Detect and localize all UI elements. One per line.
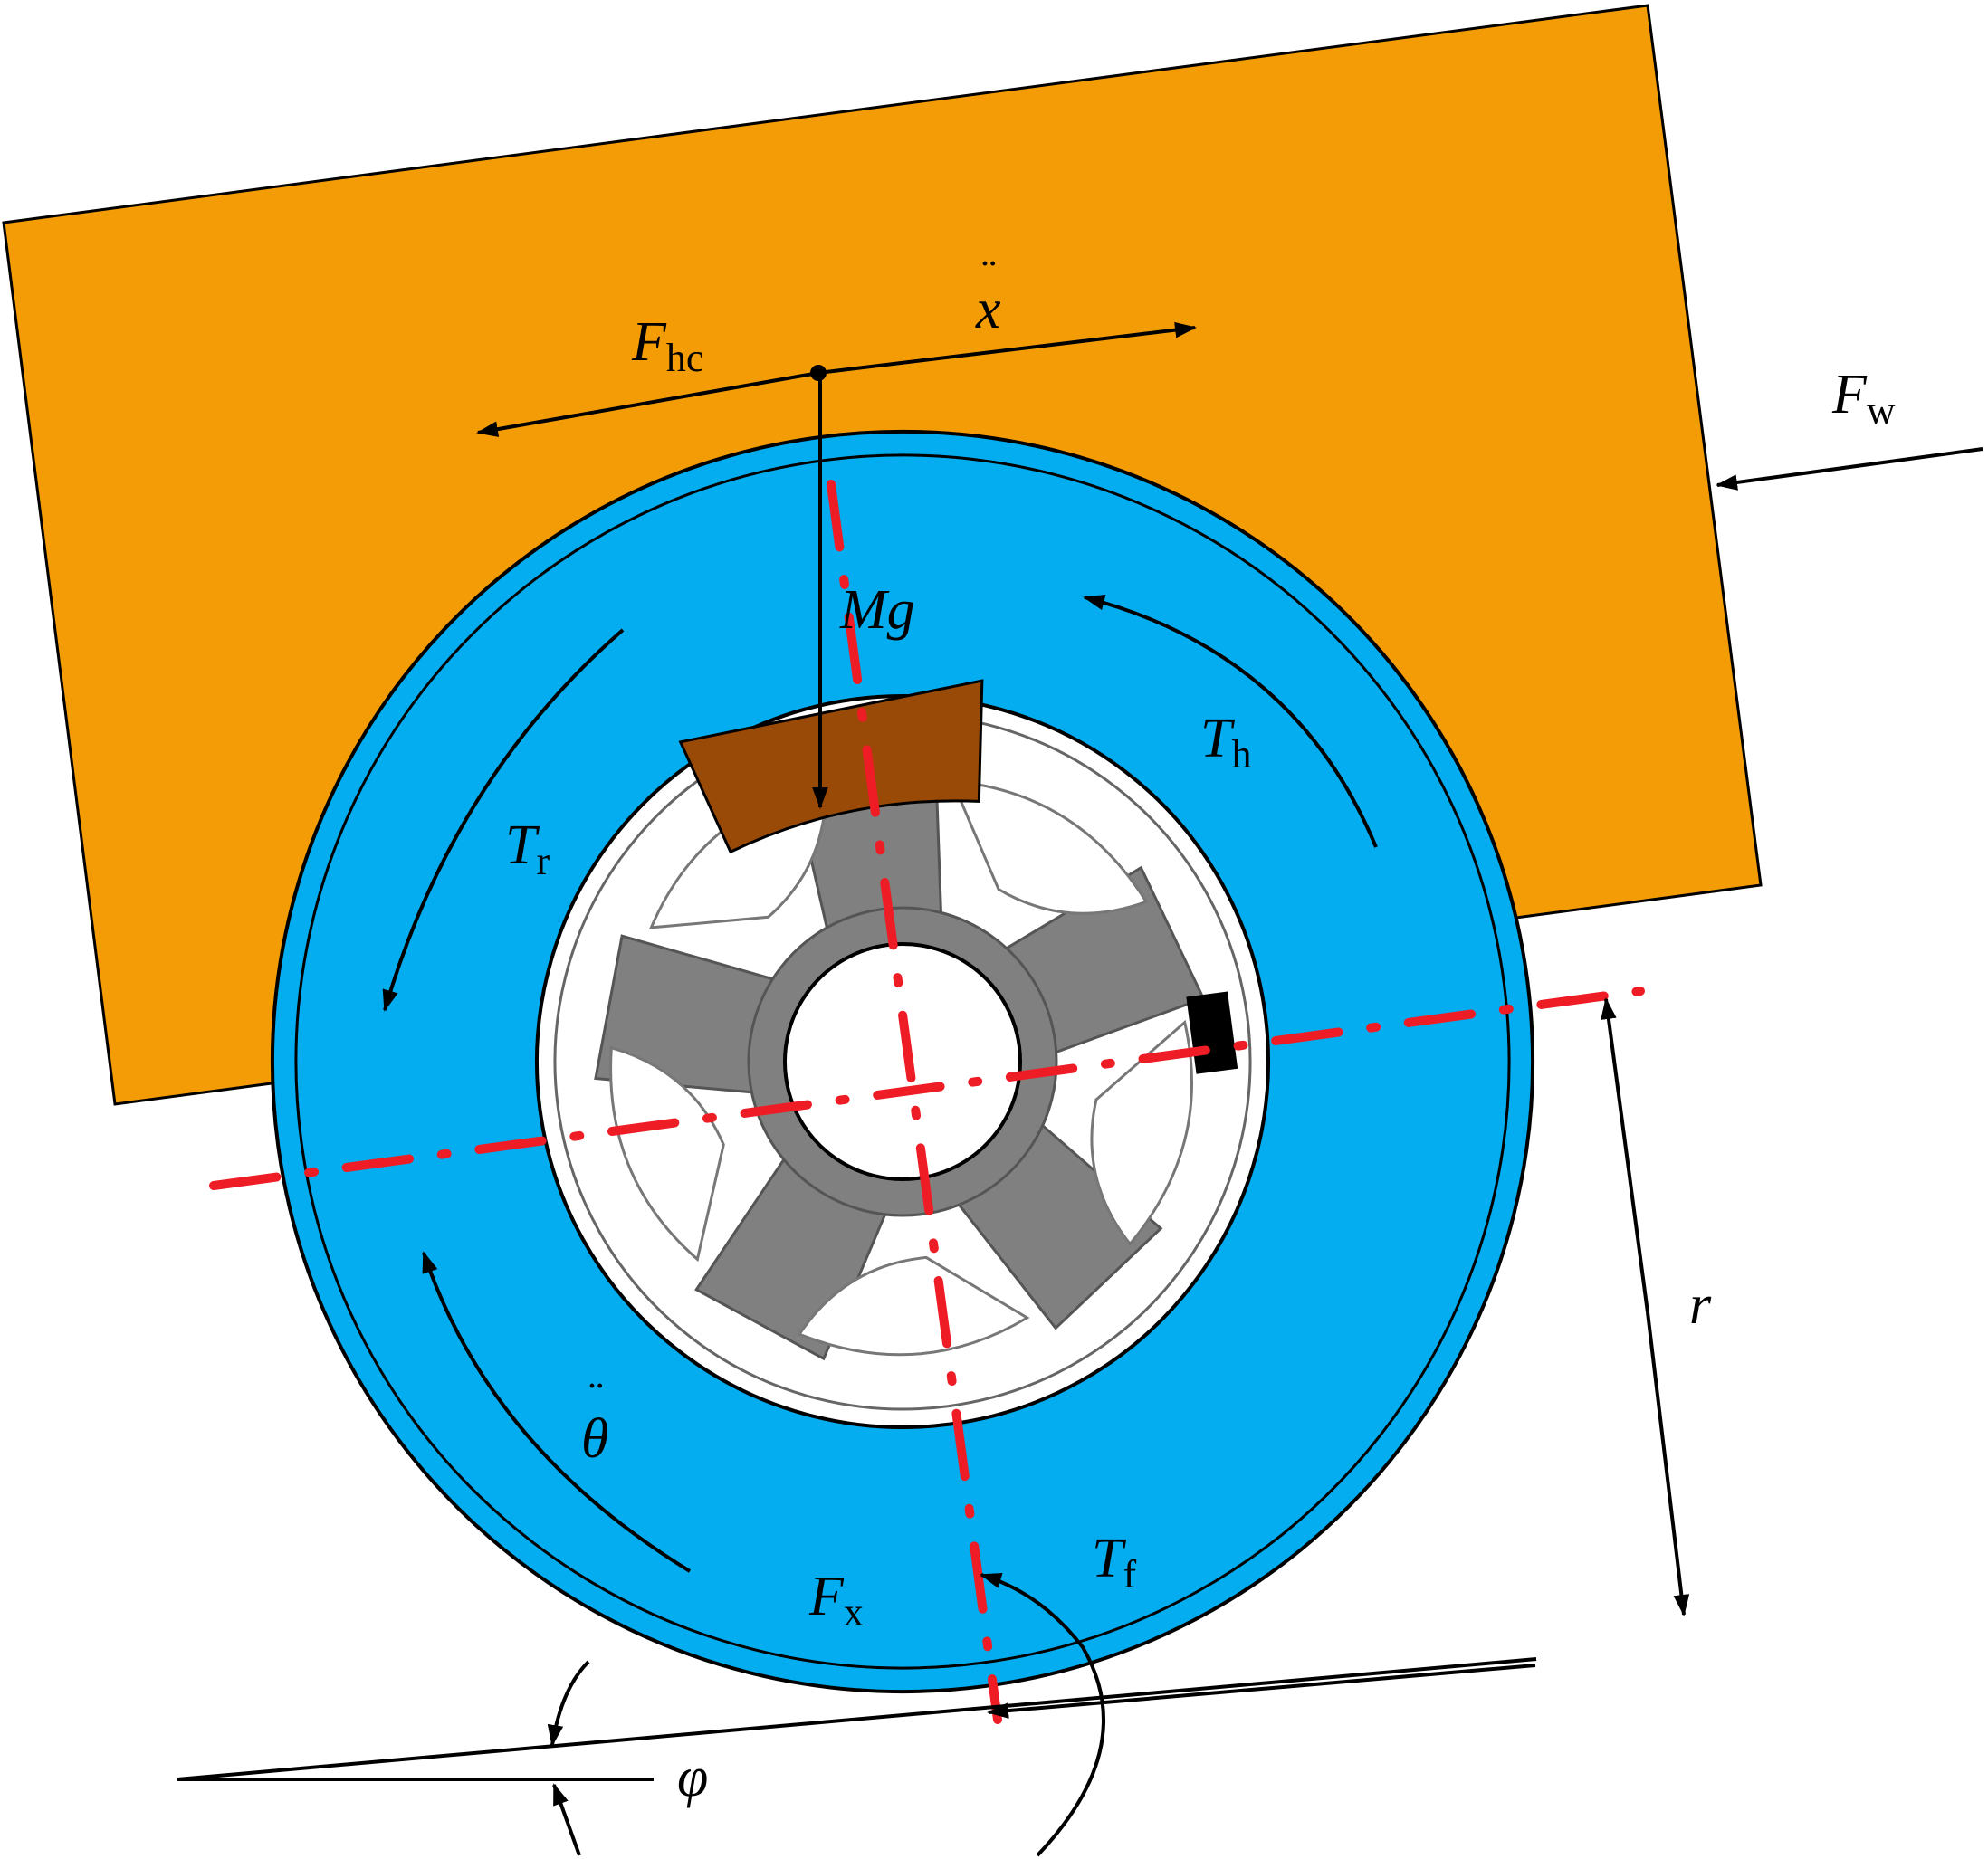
th-curved-arrow [1083,594,1378,848]
fx-arrow [987,1664,1536,1719]
vertical-centerline [827,480,1002,1724]
xddot-arrow [817,321,1197,375]
r-dimension-down [1646,1311,1690,1616]
label-F-hc: Fhc [631,311,703,380]
label-Mg: Mg [839,579,915,641]
label-F-w: Fw [1831,364,1896,433]
theta-curved-arrow [422,1251,692,1573]
label-x-ddot-accent: ¨ [981,249,997,300]
label-phi: φ [677,1747,708,1808]
phi-arrow-top [547,1660,590,1747]
wheel [271,430,1534,1693]
fw-arrow [1716,447,1983,491]
fhc-arrow [476,371,819,437]
label-r: r [1689,1274,1712,1336]
r-dimension-up [1601,997,1649,1313]
ground-incline [177,1657,1537,1781]
label-T-h: Th [1200,708,1251,777]
label-F-x: Fx [808,1566,864,1635]
tr-curved-arrow [382,628,625,1012]
tire-inner-ring [294,453,1511,1670]
horizontal-centerline [209,987,1645,1190]
label-theta-ddot: θ [581,1408,608,1470]
label-T-r: Tr [505,815,550,883]
label-x-ddot: x [975,279,1001,340]
label-theta-ddot-accent: ¨ [588,1371,604,1422]
phi-arrow-bottom [552,1783,581,1856]
label-T-f: Tf [1092,1528,1136,1597]
brake-pad [678,679,984,854]
tf-curved-arrow [980,1572,1106,1857]
hub-center [783,942,1022,1181]
